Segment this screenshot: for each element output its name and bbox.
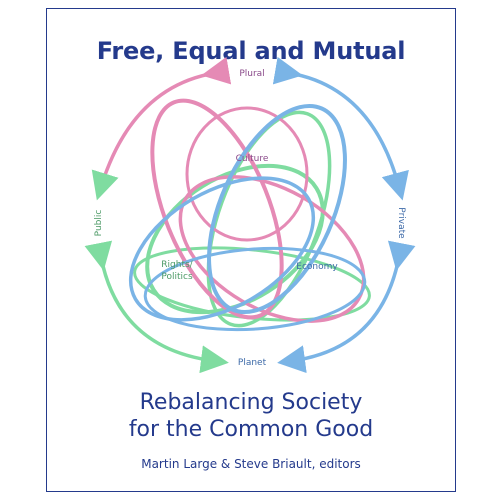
arrow-bottom-right bbox=[277, 240, 416, 374]
book-subtitle: Rebalancing Society for the Common Good bbox=[47, 389, 455, 443]
book-cover: Free, Equal and Mutual bbox=[46, 8, 456, 492]
label-rights: Rights/ bbox=[161, 260, 193, 270]
label-economy: Economy bbox=[296, 262, 338, 272]
knot-loops bbox=[128, 98, 371, 332]
loop-blue-c bbox=[143, 246, 367, 332]
arrow-top-right bbox=[272, 56, 409, 201]
subtitle-line-2: for the Common Good bbox=[128, 417, 374, 442]
label-public: Public bbox=[94, 210, 104, 237]
label-politics: Politics bbox=[161, 272, 193, 282]
outer-arrows bbox=[84, 56, 416, 374]
loop-pink-c bbox=[185, 106, 309, 242]
label-culture: Culture bbox=[236, 154, 269, 164]
arrow-bottom-left bbox=[84, 240, 229, 374]
loop-green-a bbox=[145, 163, 325, 315]
book-editors: Martin Large & Steve Briault, editors bbox=[141, 457, 361, 471]
arrow-top-left bbox=[91, 56, 232, 201]
label-planet: Planet bbox=[238, 358, 267, 368]
loop-pink-a bbox=[150, 98, 284, 320]
label-plural: Plural bbox=[239, 69, 264, 79]
loop-blue-b bbox=[128, 176, 316, 322]
trinity-knot-diagram: Plural Planet Public Private Culture Rig… bbox=[84, 56, 416, 374]
subtitle-line-1: Rebalancing Society bbox=[139, 390, 363, 415]
loop-green-b bbox=[206, 110, 332, 328]
label-private: Private bbox=[396, 207, 406, 239]
